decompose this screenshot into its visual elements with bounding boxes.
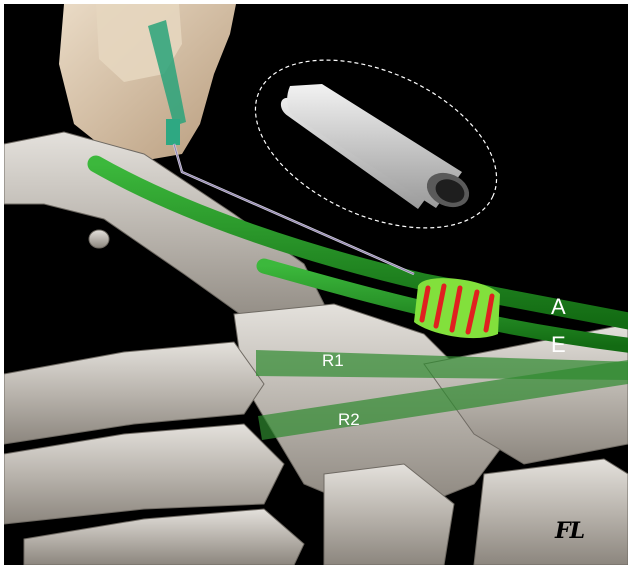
retinaculum-r1-label: R1 xyxy=(322,351,344,371)
tendon-a-label: A xyxy=(551,294,566,320)
retinaculum-r2-label: R2 xyxy=(338,410,360,430)
hand-bones xyxy=(4,132,628,565)
sheath-tube-inset xyxy=(230,26,522,262)
illustration-canvas: A E R1 R2 FL xyxy=(4,4,628,565)
wrist-anatomy-illustration xyxy=(4,4,628,565)
tendon-sheath xyxy=(414,278,500,338)
author-signature: FL xyxy=(555,518,584,544)
tendon-e-label: E xyxy=(551,332,566,358)
